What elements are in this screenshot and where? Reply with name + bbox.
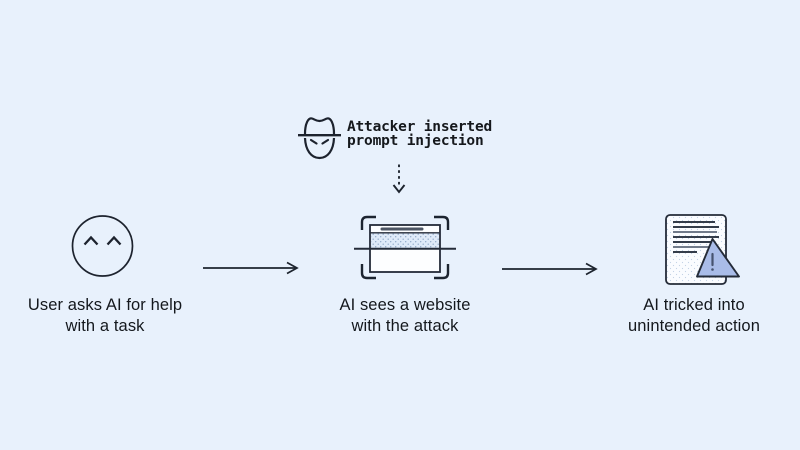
arrow-right-icon	[203, 261, 299, 275]
step-label-tricked: AI tricked into unintended action	[579, 295, 800, 337]
step-label-user: User asks AI for help with a task	[0, 295, 220, 337]
bandit-face-icon	[298, 117, 341, 160]
step-label-user-line2: with a task	[65, 317, 145, 335]
step-label-tricked-line1: AI tricked into	[643, 296, 745, 314]
step-label-website: AI sees a website with the attack	[290, 295, 520, 337]
step-label-tricked-line2: unintended action	[628, 317, 760, 335]
step-label-user-line1: User asks AI for help	[27, 296, 183, 314]
website-scan-icon	[354, 215, 456, 280]
attacker-label-line1: Attacker inserted	[347, 119, 493, 135]
document-warning-icon	[665, 214, 740, 285]
step-label-website-line2: with the attack	[351, 317, 459, 335]
step-label-website-line1: AI sees a website	[339, 296, 471, 314]
attacker-label-line2: prompt injection	[347, 133, 484, 149]
dotted-arrow-down-icon	[392, 164, 406, 194]
smiley-face-icon	[71, 215, 134, 277]
warning-triangle-icon	[696, 238, 740, 278]
arrow-right-icon	[502, 262, 598, 276]
attacker-label: Attacker inserted prompt injection	[347, 119, 493, 149]
